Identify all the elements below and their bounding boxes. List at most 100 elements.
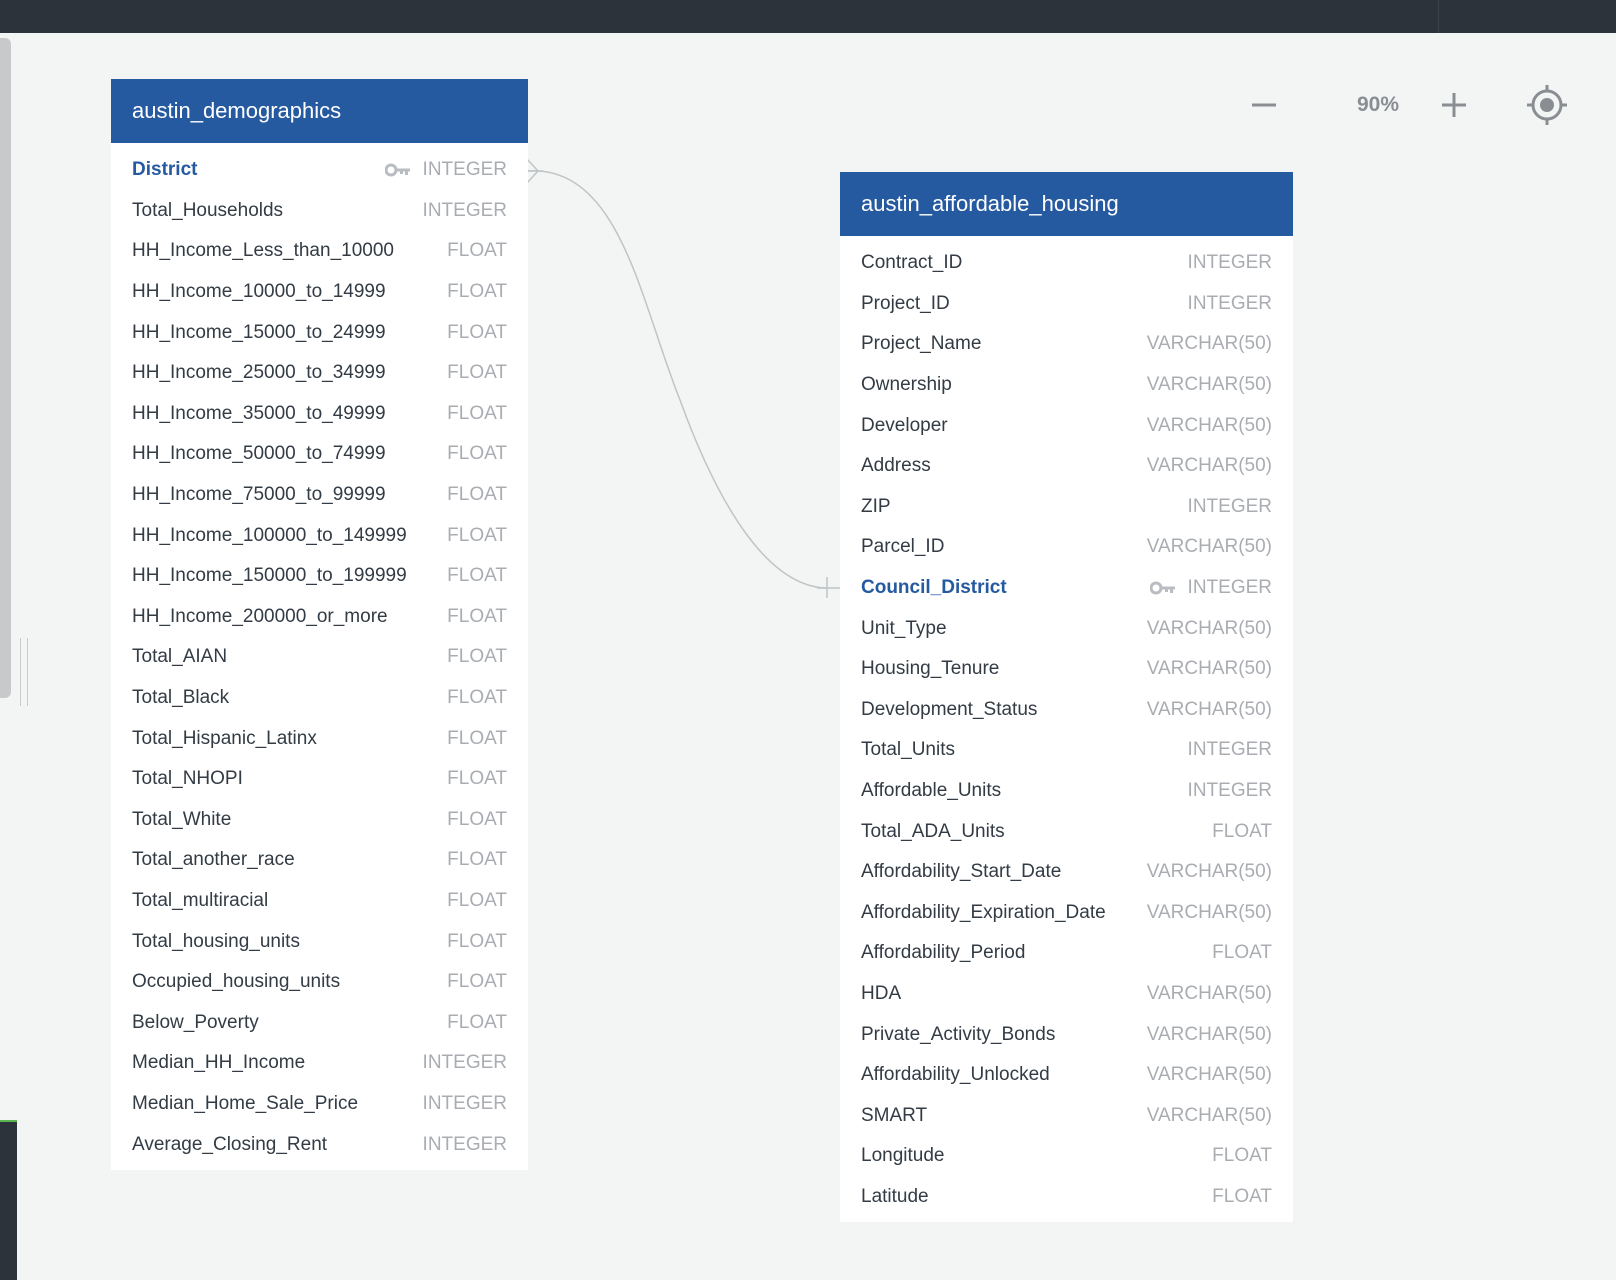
column-type: VARCHAR(50) (1146, 658, 1272, 680)
table-title[interactable]: austin_demographics (111, 79, 528, 143)
column-name: Housing_Tenure (861, 658, 1000, 680)
column-type: VARCHAR(50) (1146, 414, 1272, 436)
column-row[interactable]: Housing_Tenure VARCHAR(50) (840, 649, 1293, 690)
column-name: Total_White (132, 808, 232, 830)
column-type: FLOAT (447, 1011, 507, 1033)
side-panel-edge (0, 1120, 17, 1280)
zoom-out-button[interactable] (1242, 80, 1286, 130)
panel-resize-handle[interactable] (20, 638, 28, 706)
column-type: INTEGER (1187, 739, 1272, 761)
column-type: FLOAT (447, 768, 507, 790)
column-type: FLOAT (447, 605, 507, 627)
column-name: Parcel_ID (861, 536, 945, 558)
column-type: FLOAT (447, 808, 507, 830)
column-type: FLOAT (447, 727, 507, 749)
column-type: FLOAT (447, 240, 507, 262)
left-panel-scrollbar[interactable] (0, 38, 11, 698)
column-name: Total_Households (132, 199, 284, 221)
column-name: Total_AIAN (132, 646, 228, 668)
table-title[interactable]: austin_affordable_housing (840, 172, 1293, 236)
column-name: HH_Income_75000_to_99999 (132, 484, 386, 506)
column-row[interactable]: Total_White FLOAT (111, 800, 528, 841)
column-row[interactable]: HH_Income_Less_than_10000 FLOAT (111, 231, 528, 272)
column-row[interactable]: Private_Activity_Bonds VARCHAR(50) (840, 1014, 1293, 1055)
column-name: HH_Income_150000_to_199999 (132, 565, 407, 587)
column-type: FLOAT (447, 281, 507, 303)
recenter-button[interactable] (1522, 80, 1572, 130)
one-marker (817, 577, 840, 598)
column-type: VARCHAR(50) (1146, 333, 1272, 355)
column-type: FLOAT (447, 321, 507, 343)
column-type: INTEGER (1187, 780, 1272, 802)
column-row[interactable]: Total_Hispanic_Latinx FLOAT (111, 718, 528, 759)
column-name: Total_Hispanic_Latinx (132, 727, 317, 749)
column-type: VARCHAR(50) (1146, 1064, 1272, 1086)
column-name: Contract_ID (861, 252, 963, 274)
column-type: FLOAT (447, 849, 507, 871)
column-name: Private_Activity_Bonds (861, 1023, 1056, 1045)
column-name: Median_Home_Sale_Price (132, 1092, 359, 1114)
column-name: Address (861, 455, 931, 477)
column-type: VARCHAR(50) (1146, 698, 1272, 720)
column-type: VARCHAR(50) (1146, 1023, 1272, 1045)
column-type: FLOAT (447, 971, 507, 993)
zoom-in-button[interactable] (1432, 80, 1476, 130)
column-name: HH_Income_50000_to_74999 (132, 443, 386, 465)
column-name: HH_Income_25000_to_34999 (132, 362, 386, 384)
column-type: FLOAT (447, 402, 507, 424)
column-name: Total_Black (132, 687, 230, 709)
column-type: VARCHAR(50) (1146, 901, 1272, 923)
relationship-line[interactable] (526, 170, 829, 589)
column-name: Total_ADA_Units (861, 820, 1005, 842)
column-name: HH_Income_Less_than_10000 (132, 240, 394, 262)
target-icon (1527, 85, 1567, 125)
